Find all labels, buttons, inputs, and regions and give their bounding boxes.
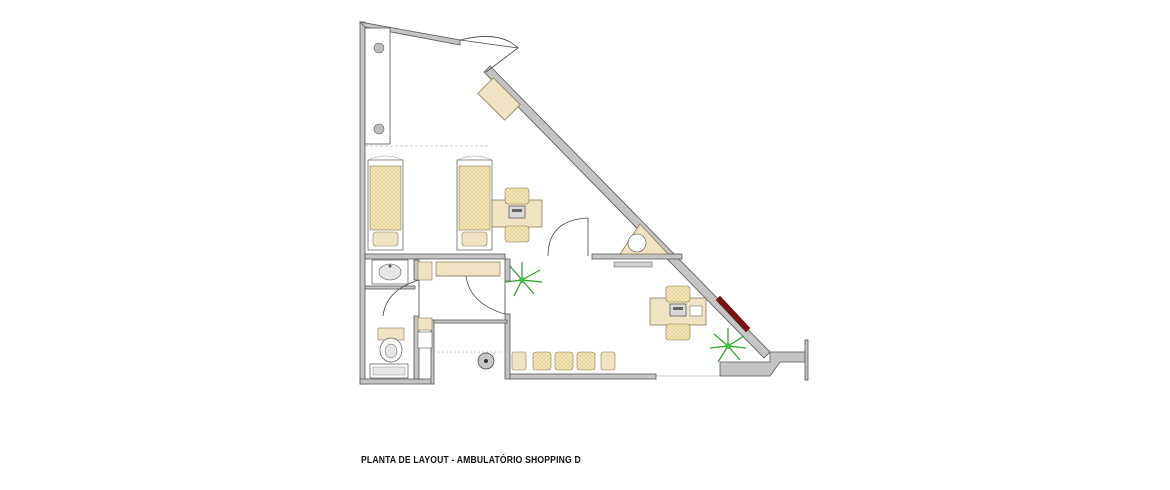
shower-icon [438,351,500,370]
wall-bath-base [430,319,508,324]
wardrobe-icon [417,261,501,349]
plant-icon [709,328,747,363]
wall-partition-beds [364,253,506,260]
wall-stub-right [804,339,809,381]
wall-partition-right [591,253,683,260]
waiting-chair-icon [576,351,596,371]
wall-bottom-left [359,378,433,385]
waiting-chair-icon [532,351,552,371]
wall-bath-shower [364,285,416,290]
bed-icon [456,155,493,251]
wall-counter [364,27,488,147]
sink-icon [371,259,409,285]
armchair-icon [477,77,521,121]
bathroom-door-icon [382,279,420,317]
wall-left [359,21,366,385]
desk-chair-icon [649,285,707,341]
corner-cabinet-icon [613,223,669,268]
waiting-chair-icon [511,351,527,371]
waiting-chair-icon [600,351,616,371]
plant-icon [505,262,543,297]
bath-tub-icon [369,363,409,379]
waiting-chairs [511,351,616,371]
glass-panel-accent [715,295,751,333]
wall-corridor [504,313,511,380]
wall-bath-vert [430,319,435,385]
plan-caption: PLANTA DE LAYOUT - AMBULATÓRIO SHOPPING … [361,455,581,466]
door-swing-icon [547,217,589,257]
door-swing-icon [459,36,519,73]
toilet-icon [377,327,405,363]
lamp-icon [373,42,385,54]
wall-bottom-mid [507,373,657,380]
walls [358,21,809,385]
desk-chair-icon [491,187,543,243]
lamp-icon [373,123,385,135]
wall-corridor-top [504,258,511,282]
bed-icon [367,155,404,251]
waiting-chair-icon [554,351,574,371]
door-swing-icon [465,275,506,315]
